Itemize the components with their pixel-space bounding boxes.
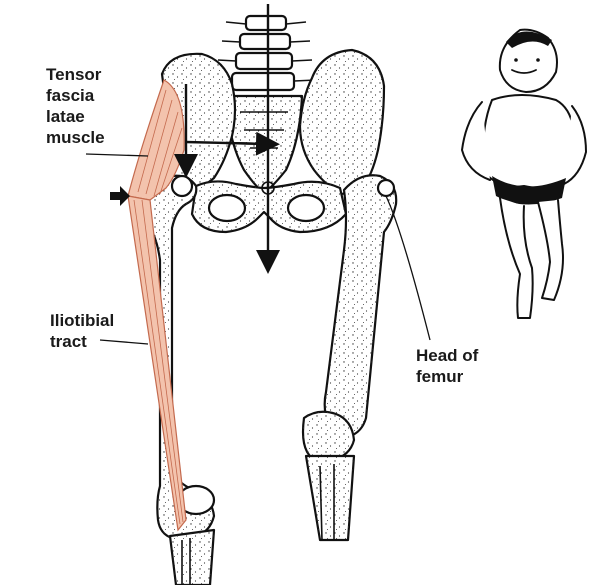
cartoon-man-figure — [462, 30, 586, 318]
iliotibial-label-line-2: tract — [50, 331, 114, 352]
iliotibial-tract-label: Iliotibial tract — [50, 310, 114, 352]
tensor-label-line-2: fascia — [46, 85, 105, 106]
tensor-leader-line — [86, 154, 148, 156]
lateral-push-arrow — [110, 186, 130, 206]
tensor-label-line-4: muscle — [46, 127, 105, 148]
right-lower-leg — [306, 456, 354, 540]
left-lower-leg — [170, 530, 214, 585]
iliotibial-label-line-1: Iliotibial — [50, 310, 114, 331]
tensor-label-line-3: latae — [46, 106, 105, 127]
head-of-femur-label: Head of femur — [416, 345, 478, 387]
head-label-line-1: Head of — [416, 345, 478, 366]
right-ilium — [300, 50, 384, 194]
tensor-label-line-1: Tensor — [46, 64, 105, 85]
head-label-line-2: femur — [416, 366, 478, 387]
tensor-fascia-latae-label: Tensor fascia latae muscle — [46, 64, 105, 148]
